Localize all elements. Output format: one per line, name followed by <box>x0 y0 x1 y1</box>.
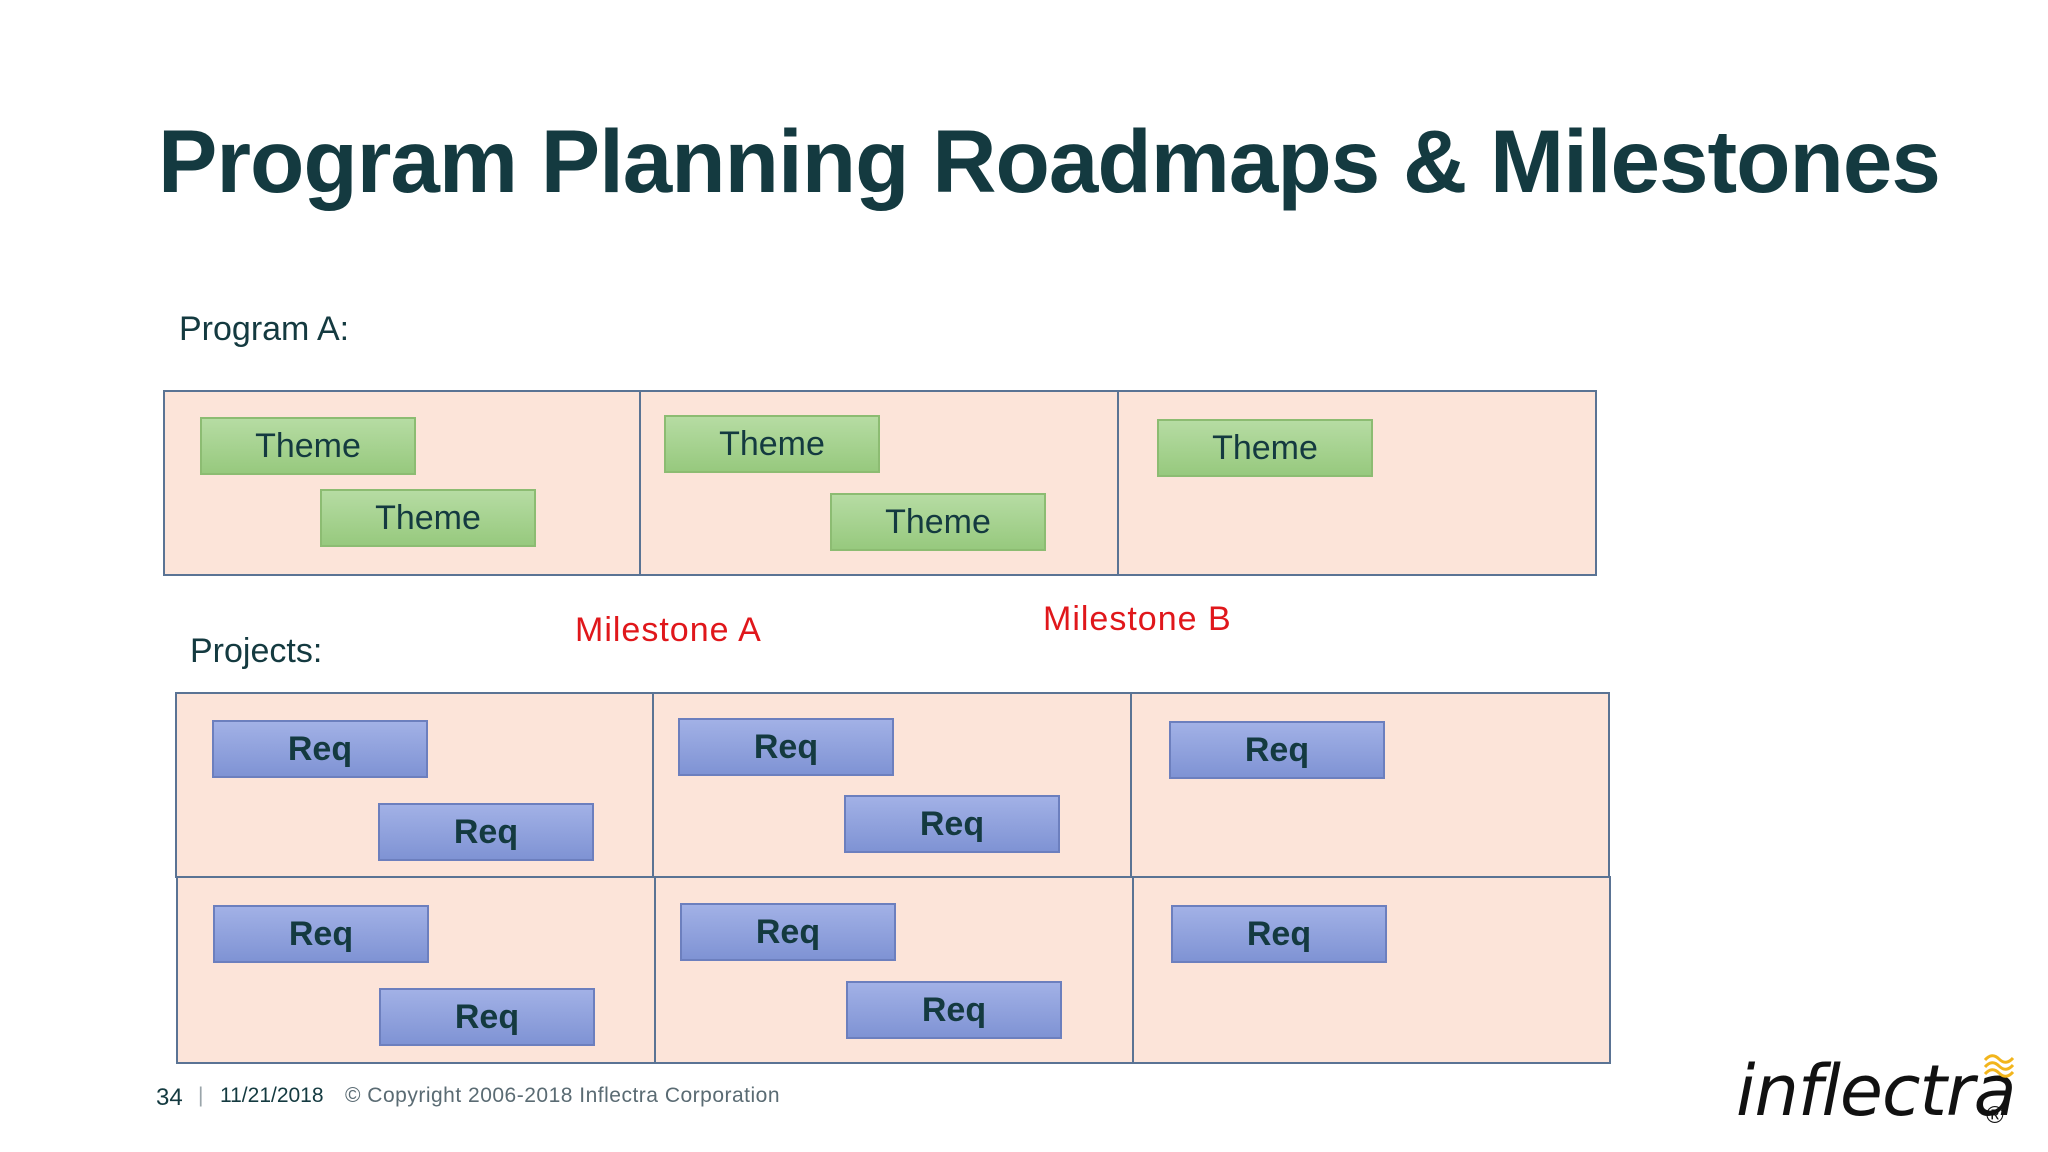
req-box: Req <box>680 903 896 961</box>
logo-wordmark: inflectra <box>1736 1050 2017 1132</box>
page-number: 34 <box>156 1084 183 1111</box>
milestone-b-label: Milestone B <box>1043 600 1232 638</box>
program-a-label: Program A: <box>179 310 350 348</box>
req-box: Req <box>212 720 428 778</box>
req-box: Req <box>846 981 1062 1039</box>
req-box: Req <box>378 803 594 861</box>
slide-title: Program Planning Roadmaps & Milestones <box>158 111 1941 211</box>
inflectra-logo: inflectra ® <box>1736 1050 2018 1140</box>
project-row2-cell-1: Req Req <box>176 876 656 1064</box>
project-row1-cell-2: Req Req <box>652 692 1132 878</box>
projects-label: Projects: <box>190 632 323 670</box>
req-box: Req <box>844 795 1060 853</box>
theme-box: Theme <box>664 415 880 473</box>
theme-box: Theme <box>200 417 416 475</box>
req-box: Req <box>213 905 429 963</box>
program-cell-1: Theme Theme <box>163 390 641 576</box>
theme-box: Theme <box>1157 419 1373 477</box>
req-box: Req <box>1169 721 1385 779</box>
milestone-a-label: Milestone A <box>575 611 762 649</box>
theme-box: Theme <box>830 493 1046 551</box>
wave-icon <box>1983 1054 2015 1078</box>
theme-box: Theme <box>320 489 536 547</box>
footer-separator: | <box>198 1084 204 1107</box>
copyright-text: © Copyright 2006-2018 Inflectra Corporat… <box>345 1084 781 1107</box>
project-row2-cell-3: Req <box>1132 876 1611 1064</box>
project-row1-cell-1: Req Req <box>175 692 654 878</box>
registered-mark: ® <box>1986 1102 2004 1129</box>
project-row2-cell-2: Req Req <box>654 876 1134 1064</box>
program-cell-2: Theme Theme <box>639 390 1119 576</box>
req-box: Req <box>379 988 595 1046</box>
req-box: Req <box>1171 905 1387 963</box>
req-box: Req <box>678 718 894 776</box>
program-cell-3: Theme <box>1117 390 1597 576</box>
project-row1-cell-3: Req <box>1130 692 1610 878</box>
footer-date: 11/21/2018 <box>220 1084 324 1107</box>
